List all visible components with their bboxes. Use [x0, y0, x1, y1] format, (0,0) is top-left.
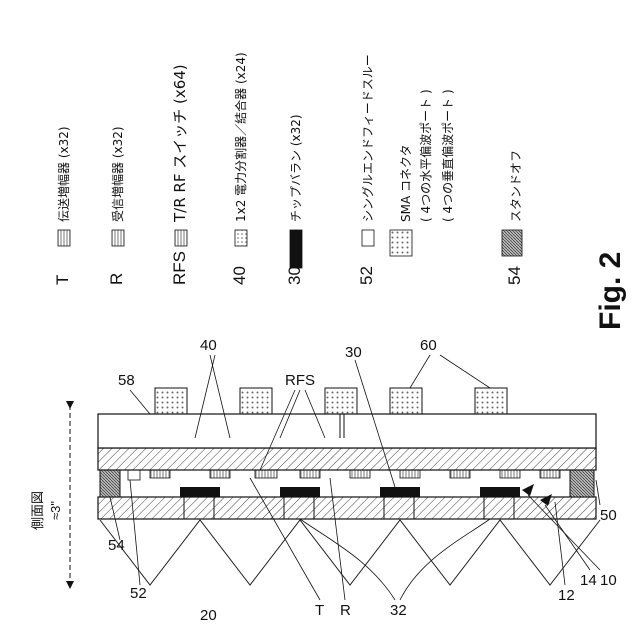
legend-text: 受信増幅器 (x32): [110, 126, 125, 222]
side-view-diagram: 58 40 60 RFS 30 54 52 20 T R 32 12 14 10…: [31, 337, 617, 624]
side-view-title: 側面図: [31, 491, 46, 530]
callout-52: 52: [130, 585, 147, 602]
callout-40: 40: [200, 337, 217, 354]
legend-item: 30 チップバラン (x32): [285, 114, 304, 285]
legend-code: RFS: [170, 251, 189, 285]
sma-connectors: [155, 388, 507, 414]
legend-code: 30: [285, 266, 304, 285]
legend-swatch: [112, 230, 124, 246]
callout-50: 50: [600, 507, 617, 524]
callout-t: T: [315, 602, 324, 619]
legend-swatch: [390, 230, 412, 256]
legend-code: 52: [357, 266, 376, 285]
legend-text: ( 4つの水平偏波ポート ): [418, 89, 433, 222]
legend-swatch: [235, 230, 247, 246]
standoff-right: [570, 470, 594, 497]
legend-text: シングルエンドフィードスルー: [361, 54, 375, 222]
legend-item: RFS T/R RF スイッチ (x64): [170, 64, 189, 285]
board-middle: [98, 448, 596, 470]
legend-code: 40: [230, 266, 249, 285]
legend-swatch: [290, 230, 302, 268]
figure-label: Fig. 2: [594, 252, 627, 330]
callout-32: 32: [390, 602, 407, 619]
legend-swatch: [362, 230, 374, 246]
legend-item: R 受信増幅器 (x32): [107, 126, 126, 285]
legend-text: スタンドオフ: [509, 150, 523, 222]
chip-baluns: [180, 487, 520, 497]
legend-swatch: [58, 230, 70, 246]
legend-text: 1x2 電力分割器／結合器 (x24): [233, 52, 248, 222]
callout-14: 14: [580, 572, 597, 589]
legend-item: ( 4つの垂直偏波ポート ): [440, 89, 455, 222]
legend-code: 54: [505, 266, 524, 285]
legend-text: SMA コネクタ: [399, 144, 413, 222]
legend-item: T 伝送増幅器 (x32): [53, 126, 72, 285]
legend-code: T: [53, 275, 72, 285]
callout-10: 10: [600, 572, 617, 589]
legend-item: 52 シングルエンドフィードスルー: [357, 54, 376, 285]
callout-30: 30: [345, 344, 362, 361]
board-bottom: [98, 497, 596, 519]
lower-components: [128, 470, 560, 480]
legend-swatch: [502, 230, 522, 256]
side-view-dimension-label: ≈3": [48, 501, 63, 520]
legend-swatch: [175, 230, 187, 246]
legend-text: ( 4つの垂直偏波ポート ): [440, 89, 455, 222]
standoff-left: [100, 470, 120, 497]
legend-item: SMA コネクタ: [390, 144, 413, 256]
legend-text: チップバラン (x32): [289, 114, 303, 222]
legend-text: T/R RF スイッチ (x64): [171, 64, 189, 223]
enclosure-top: [98, 414, 596, 448]
callout-60: 60: [420, 337, 437, 354]
legend-code: R: [107, 273, 126, 285]
legend-item: ( 4つの水平偏波ポート ): [418, 89, 433, 222]
legend-text: 伝送増幅器 (x32): [56, 126, 71, 222]
legend-item: 54 スタンドオフ: [502, 150, 524, 285]
side-view-dimension: 側面図 ≈3": [31, 405, 70, 585]
callout-rfs: RFS: [285, 372, 315, 389]
callout-58: 58: [118, 372, 135, 389]
legend: T 伝送増幅器 (x32) R 受信増幅器 (x32) RFS T/R RF スイッチ (…: [53, 52, 524, 285]
callout-r: R: [340, 602, 351, 619]
legend-item: 40 1x2 電力分割器／結合器 (x24): [230, 52, 249, 285]
callout-20: 20: [200, 607, 217, 624]
callout-12: 12: [558, 587, 575, 604]
callout-54: 54: [108, 537, 125, 554]
